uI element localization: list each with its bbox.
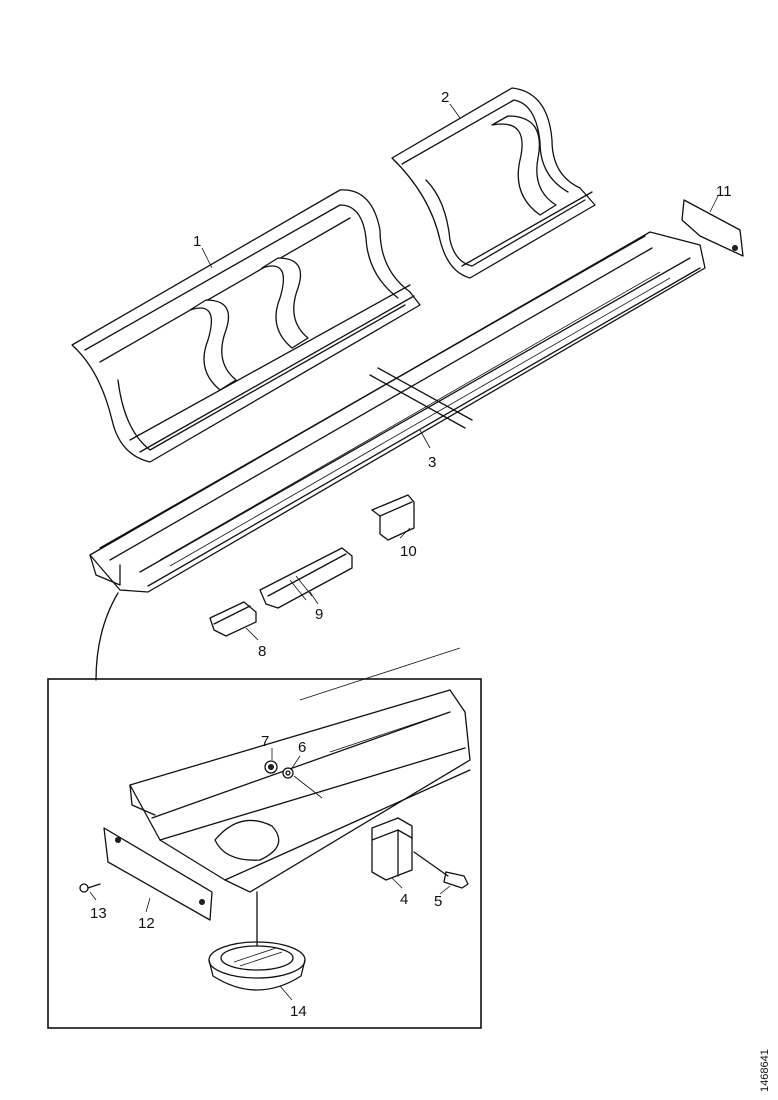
part-5-screw xyxy=(413,851,469,889)
callout-leaders xyxy=(89,103,719,1001)
part-12-end-plate xyxy=(103,827,213,921)
callout-7: 7 xyxy=(261,733,269,750)
callout-4: 4 xyxy=(400,891,408,908)
part-2-frame xyxy=(391,87,596,279)
fastener-leader xyxy=(293,775,323,799)
inset-leader-line xyxy=(95,592,119,681)
callout-14: 14 xyxy=(290,1003,307,1020)
figure-reference-number: 1468641 xyxy=(759,1049,771,1092)
part-9-strip xyxy=(259,547,353,609)
part-6-washer xyxy=(282,767,294,779)
part-10-bracket xyxy=(371,494,415,541)
detail-inset-frame xyxy=(47,678,482,1029)
callout-5: 5 xyxy=(434,893,442,910)
detail-channel-end xyxy=(129,647,471,893)
part-11-plate xyxy=(681,199,744,257)
part-3-channel xyxy=(89,231,706,593)
callout-3: 3 xyxy=(428,454,436,471)
callout-2: 2 xyxy=(441,89,449,106)
callout-12: 12 xyxy=(138,915,155,932)
callout-10: 10 xyxy=(400,543,417,560)
callout-9: 9 xyxy=(315,606,323,623)
part-13-screw xyxy=(79,883,101,893)
part-4-block xyxy=(371,817,413,881)
callout-8: 8 xyxy=(258,643,266,660)
callout-1: 1 xyxy=(193,233,201,250)
part-1-frame xyxy=(71,189,421,463)
callout-6: 6 xyxy=(298,739,306,756)
callout-11: 11 xyxy=(716,183,732,200)
part-14-round-bushing xyxy=(208,891,306,991)
part-8-clip xyxy=(209,601,257,637)
part-7-nut xyxy=(264,760,278,774)
callout-13: 13 xyxy=(90,905,107,922)
